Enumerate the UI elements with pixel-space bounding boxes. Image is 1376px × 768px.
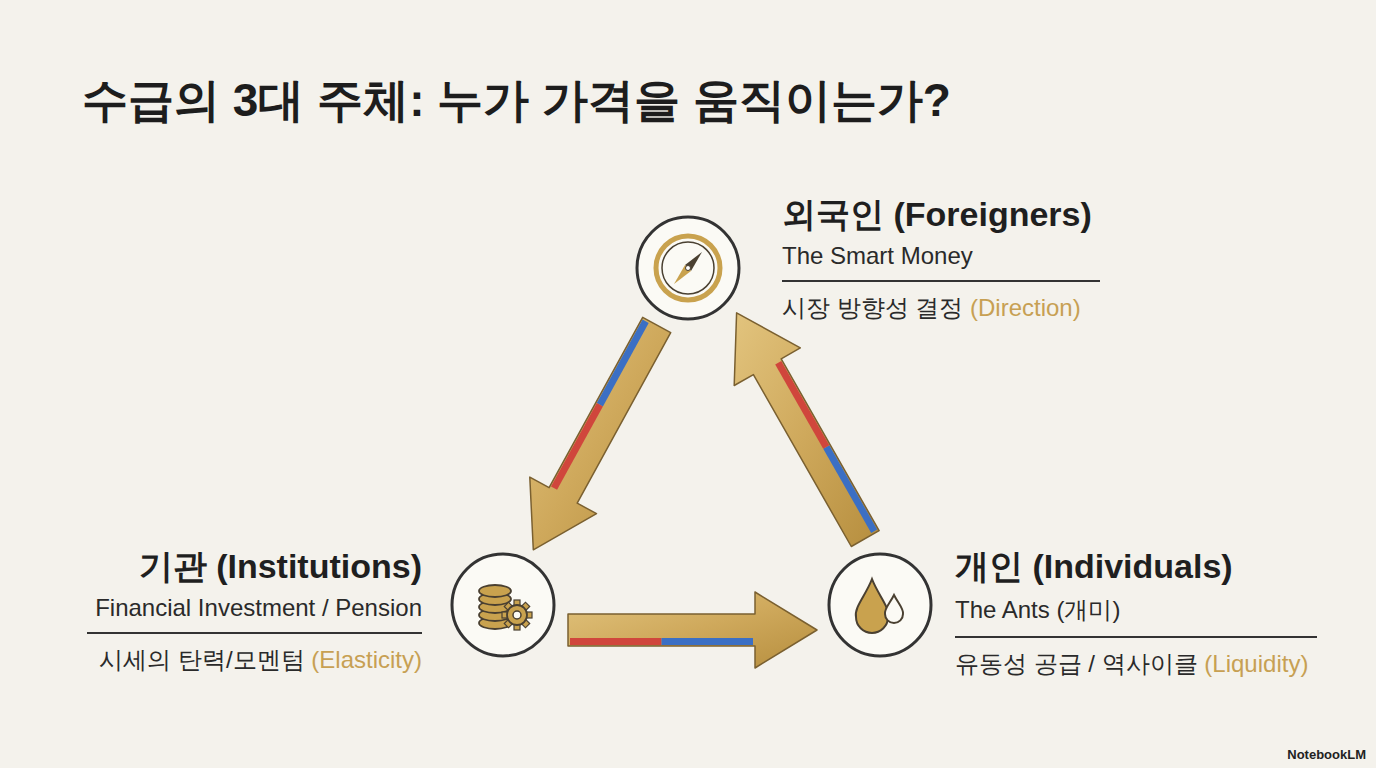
icon-circle (827, 552, 933, 658)
arrow-body (568, 592, 817, 668)
actor-subtitle: The Smart Money (782, 242, 1100, 270)
text-group: 외국인 (Foreigners) The Smart Money 시장 방향성 결정… (782, 192, 1100, 324)
coin-icon (479, 585, 511, 597)
shape (513, 611, 521, 619)
role-keyword: (Direction) (970, 294, 1081, 321)
text-group: 개인 (Individuals) The Ants (개미) 유동성 공급 / 역사… (955, 544, 1317, 680)
role-keyword: (Elasticity) (311, 646, 422, 673)
diagram-title: 수급의 3대 주체: 누가 가격을 움직이는가? (82, 70, 951, 132)
divider-line (782, 280, 1100, 282)
actor-subtitle: The Ants (개미) (955, 594, 1317, 626)
actor-subtitle: Financial Investment / Pension (87, 594, 422, 622)
watermark: NotebookLM (1287, 747, 1366, 762)
shape (686, 266, 691, 271)
shape (685, 252, 702, 271)
shape (662, 242, 714, 294)
arrow-stripe (551, 403, 603, 490)
circle-outline (829, 554, 931, 656)
icon-circle (635, 215, 741, 321)
arrow-body (734, 313, 879, 547)
block-arrow (530, 317, 671, 550)
arrow-body (530, 317, 671, 550)
arrow-stripe (570, 638, 662, 645)
role-keyword: (Liquidity) (1204, 650, 1308, 677)
actor-node: 개인 (Individuals)The Ants (개미)유동성 공급 / 역사… (827, 552, 933, 658)
role-text: 시세의 탄력/모멘텀 (99, 646, 304, 673)
arrow-stripe (662, 638, 754, 645)
actor-heading: 개인 (Individuals) (955, 544, 1317, 590)
text-group: 기관 (Institutions) Financial Investment / … (87, 544, 422, 676)
shape (674, 265, 691, 284)
role-text: 시장 방향성 결정 (782, 294, 963, 321)
role-line: 시장 방향성 결정 (Direction) (782, 292, 1100, 324)
divider-line (955, 636, 1317, 638)
block-arrow (568, 592, 817, 668)
arrow-stripe (775, 361, 829, 449)
drop-icon (856, 579, 888, 633)
gear-icon (507, 605, 527, 625)
icon-circle (450, 552, 556, 658)
circle-outline (452, 554, 554, 656)
circle-outline (637, 217, 739, 319)
actor-heading: 기관 (Institutions) (87, 544, 422, 590)
actor-node: 외국인 (Foreigners)The Smart Money시장 방향성 결정… (635, 215, 741, 321)
actor-node: 기관 (Institutions)Financial Investment / … (450, 552, 556, 658)
block-arrow (734, 313, 879, 547)
role-line: 시세의 탄력/모멘텀 (Elasticity) (87, 644, 422, 676)
shape (885, 595, 903, 623)
actor-heading: 외국인 (Foreigners) (782, 192, 1100, 238)
role-text: 유동성 공급 / 역사이클 (955, 650, 1198, 677)
role-line: 유동성 공급 / 역사이클 (Liquidity) (955, 648, 1317, 680)
arrow-stripe (823, 445, 877, 533)
arrow-stripe (597, 320, 649, 407)
divider-line (87, 632, 422, 634)
compass-icon (656, 236, 720, 300)
